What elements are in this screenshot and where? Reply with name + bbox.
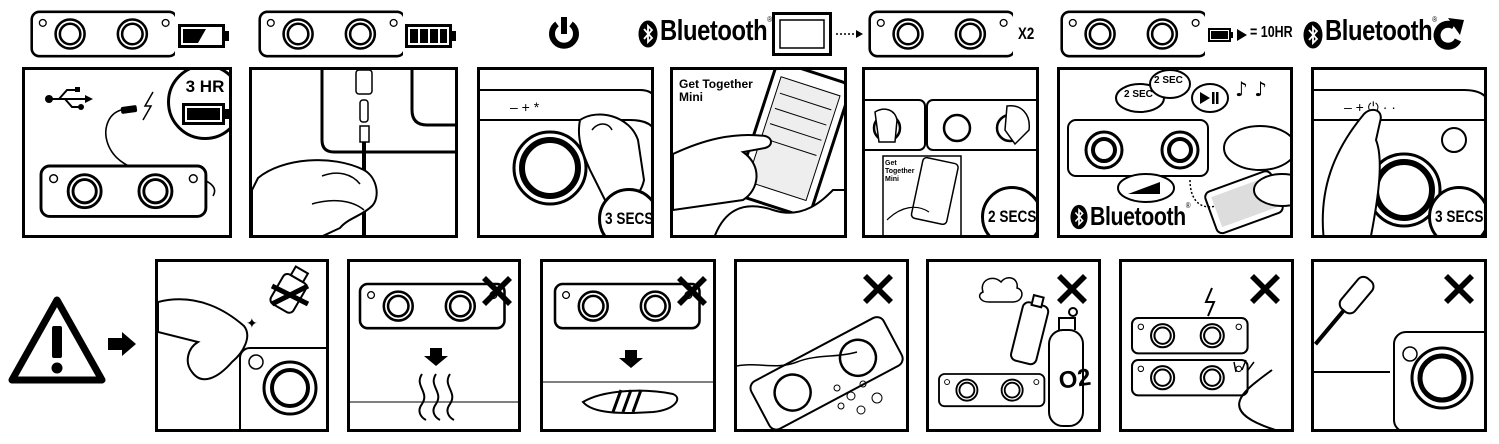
- speaker-icon: [258, 10, 403, 58]
- skip-back-label: 2 SEC: [1124, 89, 1153, 100]
- reset-arrow-icon: [1433, 18, 1464, 50]
- controls-panel: ♪ ♪ 2 SEC 2 SEC Bluetooth®: [1057, 67, 1293, 238]
- speaker-icon: [30, 10, 175, 58]
- dotted-arrow-icon: [836, 30, 863, 38]
- svg-text:♪ ♪: ♪ ♪: [1235, 77, 1267, 101]
- bluetooth-wordmark: Bluetooth®: [660, 15, 772, 47]
- oxygen-label: O2: [1057, 363, 1093, 395]
- battery-full-icon: [1208, 28, 1233, 42]
- bluetooth-wordmark: Bluetooth®: [1325, 15, 1437, 47]
- battery-low-icon: [178, 24, 229, 48]
- speaker-icon: [868, 10, 1013, 58]
- bluetooth-icon: [1070, 204, 1088, 230]
- warning-triangle-icon: [8, 296, 106, 384]
- power-icon: [549, 17, 579, 49]
- reset-time-bubble: 3 SECS: [1428, 186, 1484, 235]
- warning-heat-panel: [347, 259, 521, 432]
- pairing-phone-panel: Get Together Mini: [670, 67, 847, 238]
- play-time-label: = 10HR: [1250, 24, 1293, 41]
- device-name-label: Get Together Mini: [885, 160, 915, 183]
- skip-forward-label: 2 SEC: [1154, 75, 1183, 86]
- plug-cable-panel: [249, 67, 458, 238]
- lightning-icon: [142, 91, 154, 121]
- power-time-bubble: 3 SECS: [598, 188, 651, 235]
- pair-time-bubble: 2 SECS: [981, 186, 1036, 235]
- x2-label: X2: [1018, 24, 1035, 43]
- svg-text:– + *: – + *: [510, 99, 540, 115]
- battery-full-icon: [405, 24, 456, 48]
- power-on-panel: – + * 3 SECS: [477, 67, 654, 238]
- phone-screen-icon: [772, 12, 832, 56]
- usb-icon: [45, 87, 93, 110]
- reset-panel: – + ⏻ · · 3 SECS: [1311, 67, 1487, 238]
- warning-disassemble-panel: [1311, 259, 1487, 432]
- svg-text:– + ⏻ · ·: – + ⏻ · ·: [1344, 99, 1396, 115]
- warning-water-panel: [540, 259, 716, 432]
- charge-panel: 3 HR: [22, 67, 232, 238]
- bluetooth-wordmark: Bluetooth®: [1090, 201, 1191, 231]
- bluetooth-icon: [638, 20, 658, 48]
- warning-chemicals-panel: O2: [926, 259, 1101, 432]
- device-name-label: Get Together Mini: [679, 77, 753, 104]
- warning-electric-panel: [1119, 259, 1294, 432]
- warning-cleaning-panel: ✦: [155, 259, 329, 432]
- charge-time-bubble: 3 HR: [167, 70, 229, 140]
- bluetooth-icon: [1303, 21, 1323, 49]
- speaker-icon: [1060, 10, 1205, 58]
- warning-submerge-panel: [734, 259, 909, 432]
- pair-two-panel: Get Together Mini 2 SECS: [862, 67, 1039, 238]
- play-icon: [1237, 29, 1247, 41]
- arrow-right-icon: [108, 332, 136, 356]
- svg-text:✦: ✦: [246, 316, 258, 332]
